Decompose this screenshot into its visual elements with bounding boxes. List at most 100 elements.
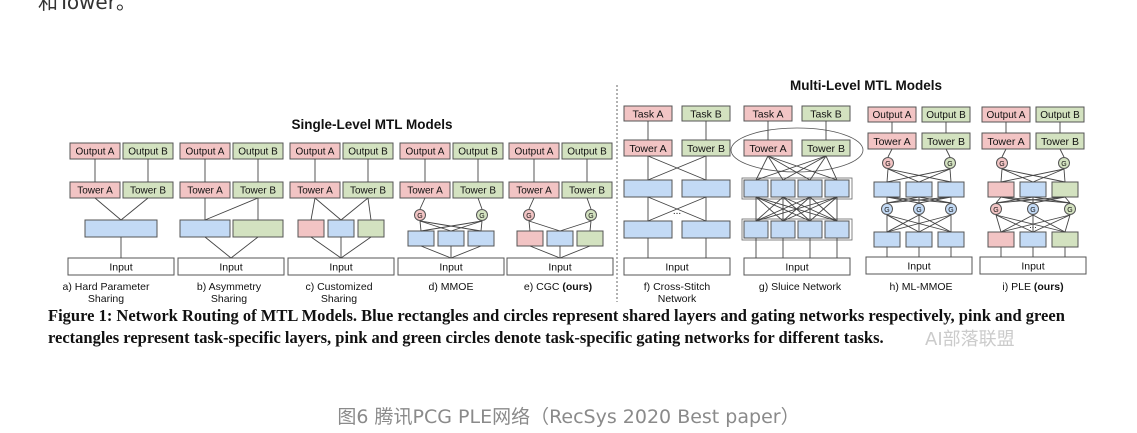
task-b-expert xyxy=(576,230,604,247)
gate-a-label: G xyxy=(417,213,422,220)
connection-line xyxy=(1064,196,1071,204)
connection-line xyxy=(995,214,1066,233)
shared-subspace xyxy=(770,179,796,198)
shared-subspace xyxy=(824,179,850,198)
model-label-line2: Sharing xyxy=(211,293,247,305)
connection-line xyxy=(995,196,1034,204)
input-box-label: Input xyxy=(548,261,571,273)
gate-mid-label: G xyxy=(993,207,998,214)
gate-b-label: G xyxy=(1061,161,1066,168)
connection-line xyxy=(767,155,784,181)
expert-layer xyxy=(407,230,435,247)
gate-b xyxy=(476,209,488,221)
output-a-box-label: Output A xyxy=(296,147,335,158)
connection-line xyxy=(310,197,316,221)
expert-layer xyxy=(1051,231,1079,248)
input-box-label: Input xyxy=(907,260,930,272)
output-a-box-label: Output A xyxy=(873,110,912,121)
connection-line xyxy=(887,168,920,183)
connection-line xyxy=(477,197,483,210)
gate-mid xyxy=(1064,203,1076,215)
connection-line xyxy=(755,155,827,181)
shared-subspace xyxy=(824,220,850,239)
layer-group xyxy=(741,177,853,200)
gate-mid-label: G xyxy=(948,207,953,214)
connection-line xyxy=(767,155,811,181)
tower-a-box-label: Tower A xyxy=(407,186,443,197)
connection-line xyxy=(1000,214,1034,233)
connection-line xyxy=(1032,214,1071,233)
gate-mid-label: G xyxy=(916,207,921,214)
task-a-layer xyxy=(297,219,325,238)
tower-b-box-label: Tower B xyxy=(130,186,166,197)
shared-layer xyxy=(681,179,731,198)
connection-line xyxy=(1001,168,1066,183)
tower-a-box-label: Tower A xyxy=(516,186,552,197)
output-a-box-label: Output A xyxy=(515,147,554,158)
model-label: e) CGC (ours) xyxy=(524,281,592,293)
connection-line xyxy=(995,214,1002,233)
connection-line xyxy=(94,197,122,221)
task-a-expert xyxy=(516,230,544,247)
connection-line xyxy=(995,196,1002,204)
tower-b-box-label: Tower B xyxy=(240,186,276,197)
model-label: c) Customized xyxy=(305,281,372,293)
gate-a xyxy=(882,157,894,169)
connection-line xyxy=(310,236,342,259)
connection-line xyxy=(918,168,951,183)
shared-layer xyxy=(179,219,231,238)
task-b-layer xyxy=(357,219,385,238)
figure-subcaption: 图6 腾讯PCG PLE网络（RecSys 2020 Best paper） xyxy=(337,406,800,428)
connection-line xyxy=(1000,168,1003,183)
shared-subspace xyxy=(743,220,769,239)
input-box-label: Input xyxy=(219,261,242,273)
connection-line xyxy=(886,168,889,183)
connection-line xyxy=(647,196,707,222)
shared-layer xyxy=(623,179,673,198)
model-label: f) Cross-Stitch xyxy=(644,281,711,293)
connection-line xyxy=(886,214,920,233)
tower-a-box-label: Tower A xyxy=(873,136,910,148)
gate-mid xyxy=(945,203,957,215)
connection-line xyxy=(918,196,952,204)
connection-line xyxy=(809,196,838,222)
gate-a xyxy=(523,209,535,221)
connection-line xyxy=(949,168,952,183)
gate-a-label: G xyxy=(999,161,1004,168)
task-a-box-label: Task A xyxy=(753,108,784,120)
expert-layer xyxy=(437,230,465,247)
connection-line xyxy=(886,214,952,233)
connection-line xyxy=(809,155,827,181)
tower-a-box-label: Tower A xyxy=(77,186,113,197)
input-box-label: Input xyxy=(665,261,688,273)
connection-line xyxy=(559,220,592,232)
output-b-box-label: Output B xyxy=(458,147,498,158)
gate-b-label: G xyxy=(479,213,484,220)
model-label: d) MMOE xyxy=(429,281,474,293)
connection-line xyxy=(1000,196,1034,204)
expert-layer xyxy=(1051,181,1079,198)
connection-line xyxy=(528,197,535,210)
tower-b-box-label: Tower B xyxy=(927,136,965,148)
expert-layer xyxy=(905,181,933,198)
gate-a-label: G xyxy=(526,213,531,220)
output-b-box-label: Output B xyxy=(567,147,607,158)
connection-line xyxy=(419,197,426,210)
connection-line xyxy=(1000,196,1071,204)
gate-b-label: G xyxy=(588,213,593,220)
output-b-box-label: Output B xyxy=(926,110,966,121)
connection-line xyxy=(204,236,232,259)
shared-subspace xyxy=(770,220,796,239)
output-a-box-label: Output A xyxy=(76,147,115,158)
expert-layer xyxy=(937,181,965,198)
gate-mid xyxy=(881,203,893,215)
shared-layer xyxy=(84,219,158,238)
connection-line xyxy=(945,148,951,158)
connection-line xyxy=(480,220,483,232)
model-label-line2: Sharing xyxy=(321,293,357,305)
layer-group xyxy=(741,218,853,241)
connection-line xyxy=(782,155,827,181)
output-a-box-label: Output A xyxy=(186,147,225,158)
connection-line xyxy=(887,168,952,183)
connection-line xyxy=(314,197,342,221)
